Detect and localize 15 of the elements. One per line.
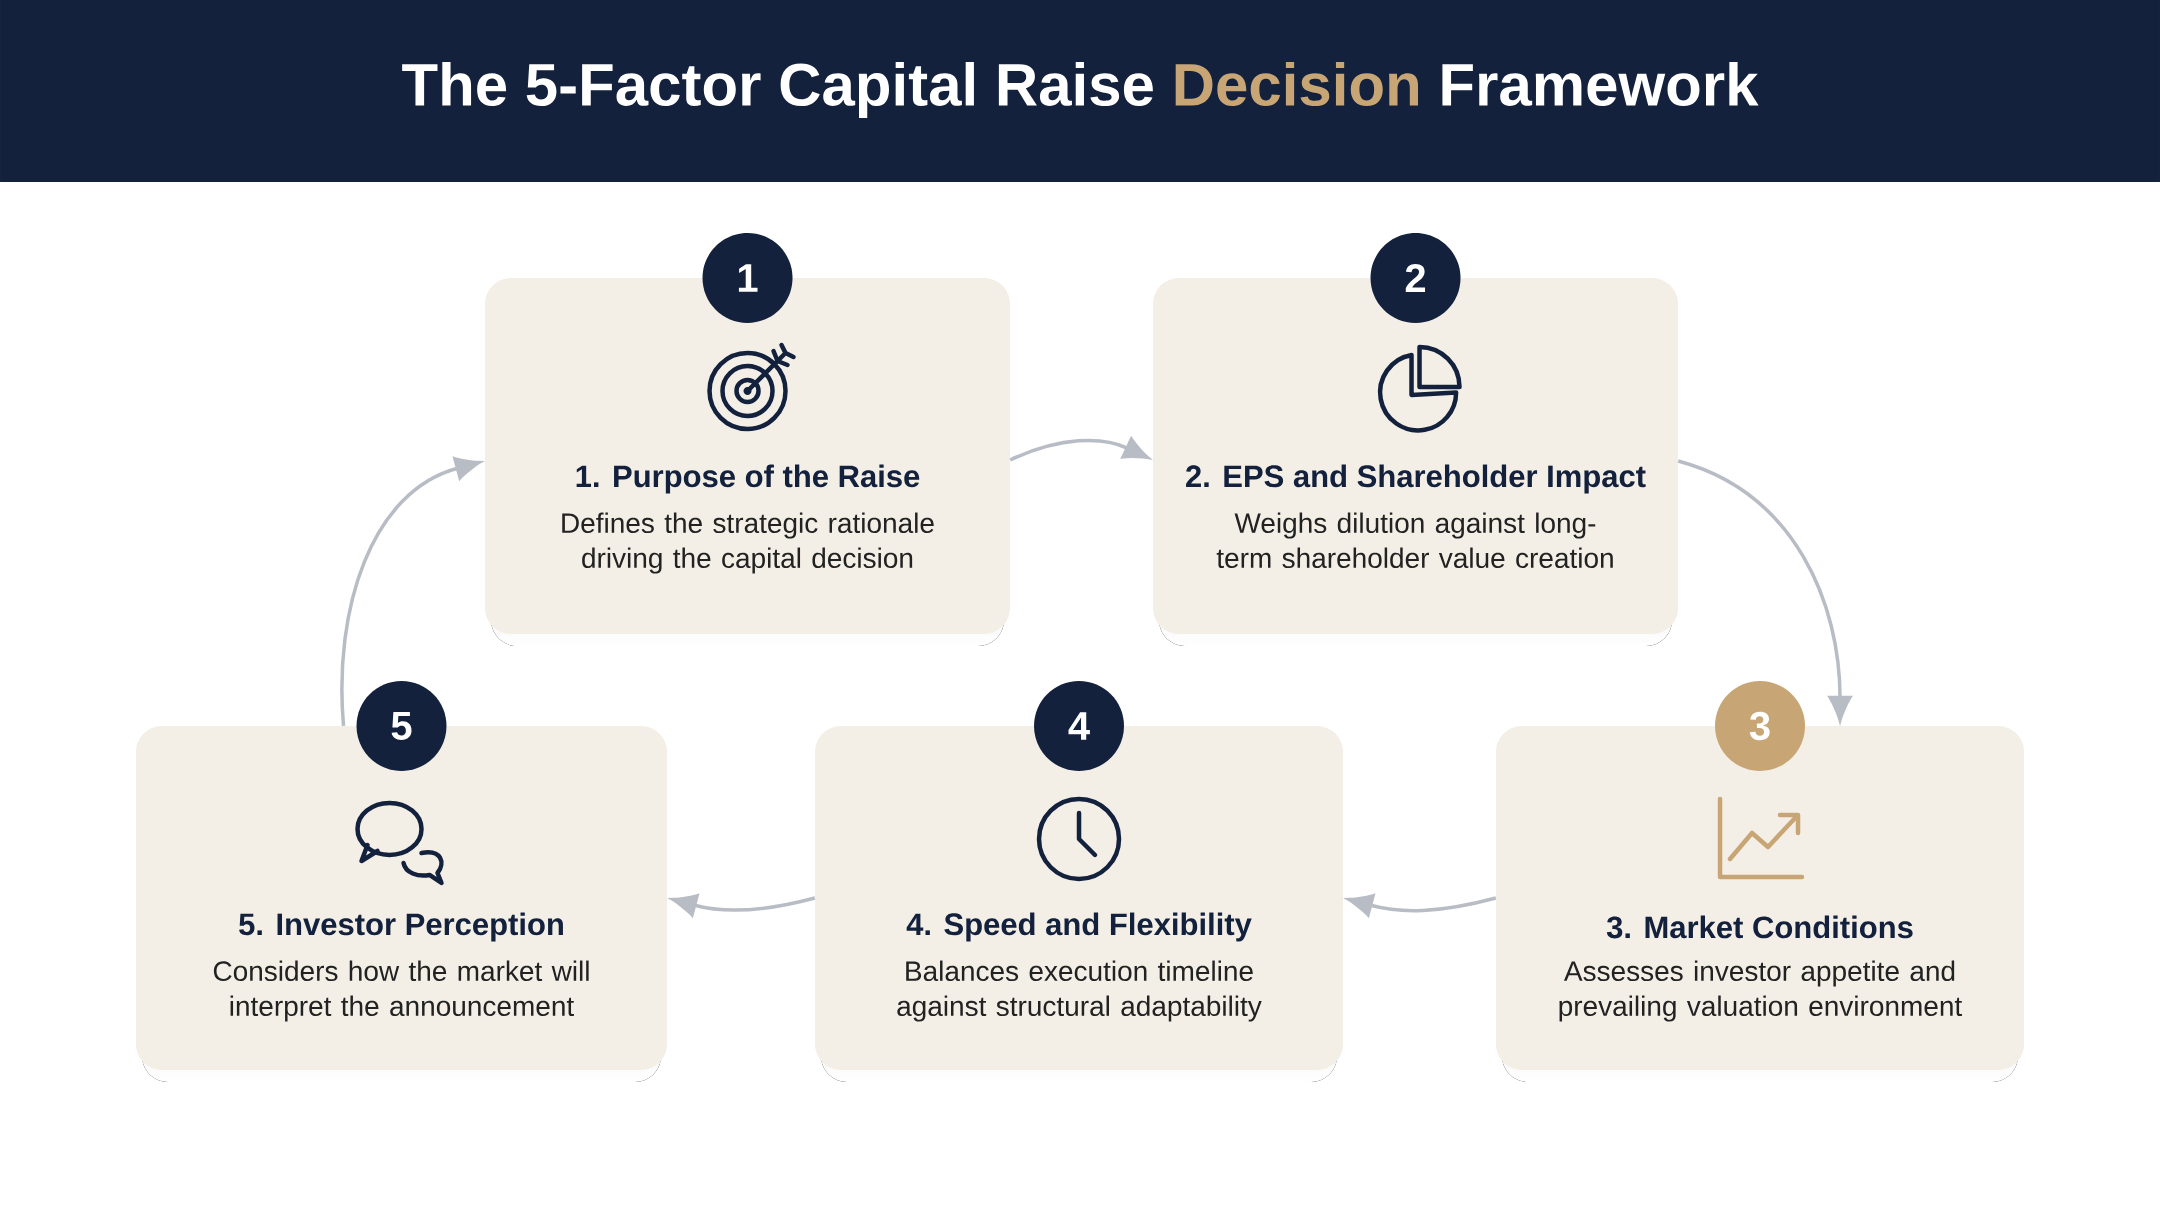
card-description: Assesses investor appetite and prevailing valuation environment [1559,960,1963,1022]
number-badge: 1 [702,233,793,323]
card-description: Defines the strategic rationale driving the capital decision [562,512,934,574]
card-heading: 2. EPS and Shareholder Impact [1186,464,1646,494]
card-heading: 4. Speed and Flexibility [906,912,1252,942]
card-heading: 5. Investor Perception [239,912,563,942]
number-badge: 4 [1034,681,1124,771]
card-heading: 3. Market Conditions [1606,915,1913,939]
number-badge: 3 [1715,681,1805,771]
card-description: Balances execution timeline against structural adaptability [897,960,1262,1022]
card-description: Weighs dilution against long-term shareholder value creation [1216,512,1613,569]
card-description: Considers how the market will interpret the announcement [213,960,589,1022]
title: The 5-Factor Capital Raise Decision Framework [402,62,1759,118]
number-badge: 2 [1370,233,1461,323]
card-heading: 1. Purpose of the Raise [576,464,920,494]
